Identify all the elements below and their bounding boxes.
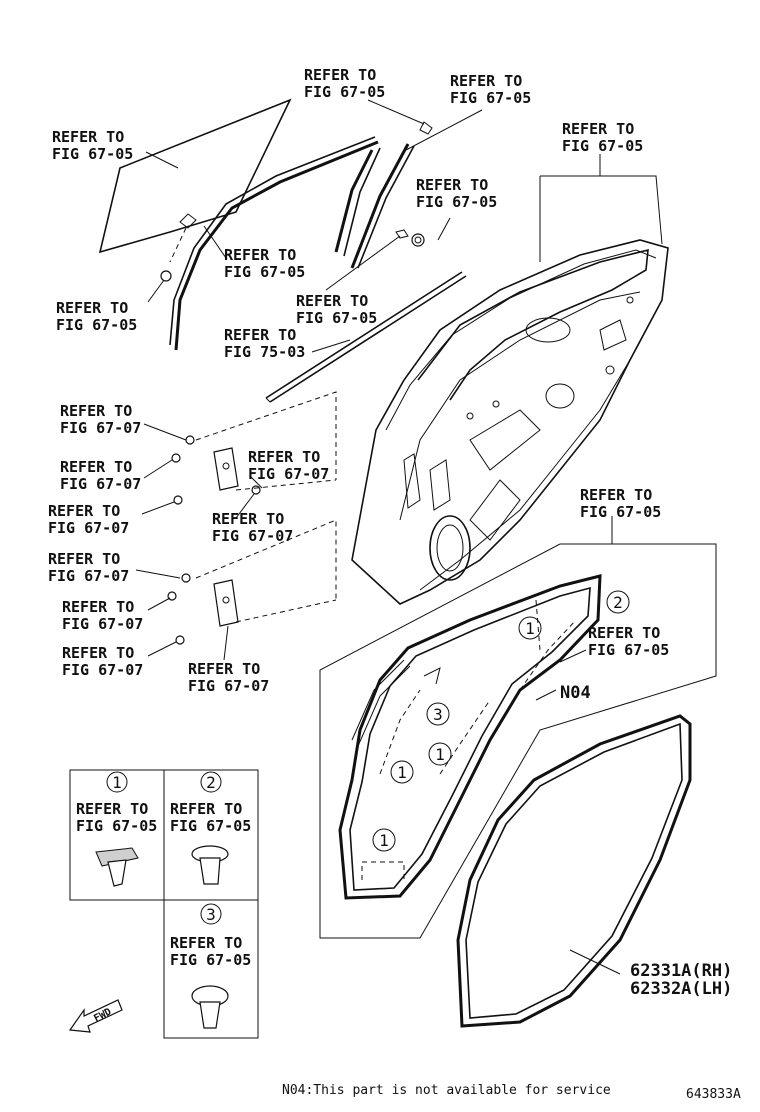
door-weatherstrip [456,714,692,1028]
callout-3: 3 [433,705,443,724]
inner-door-seal [338,574,602,900]
callout-2: 2 [613,593,623,612]
hinge-dashed-guides [195,391,337,623]
legend-num-2: 2 [206,773,216,792]
callout-1: 1 [379,831,389,850]
weatherstrip-group-box [319,543,717,939]
leader-lines [135,99,663,975]
part-n04: N04 [560,683,591,703]
footnote: N04:This part is not available for servi… [282,1083,611,1098]
part-62332a-lh: 62332A(LH) [630,979,732,999]
fwd-arrow [68,999,123,1033]
callout-1: 1 [435,745,445,764]
legend-num-3: 3 [206,905,216,924]
part-number-labels: N04 62331A(RH) 62332A(LH) [560,683,732,999]
callout-1: 1 [397,763,407,782]
clip-1-icon [95,847,139,867]
rear-door-panel [351,239,669,605]
door-window-glass [98,98,292,263]
callout-1: 1 [525,619,535,638]
glass-run-channel [169,136,381,351]
clip-legend-table [69,769,259,1039]
division-channel [350,121,433,269]
legend-num-1: 1 [112,773,122,792]
upper-hinge [171,435,261,505]
belt-moulding [265,271,467,403]
callout-circles: 2 1 3 1 1 1 1 2 3 [106,590,630,925]
small-fasteners [160,229,425,282]
part-62331a-rh: 62331A(RH) [630,961,732,981]
diagram-code: 643833A [686,1087,741,1102]
